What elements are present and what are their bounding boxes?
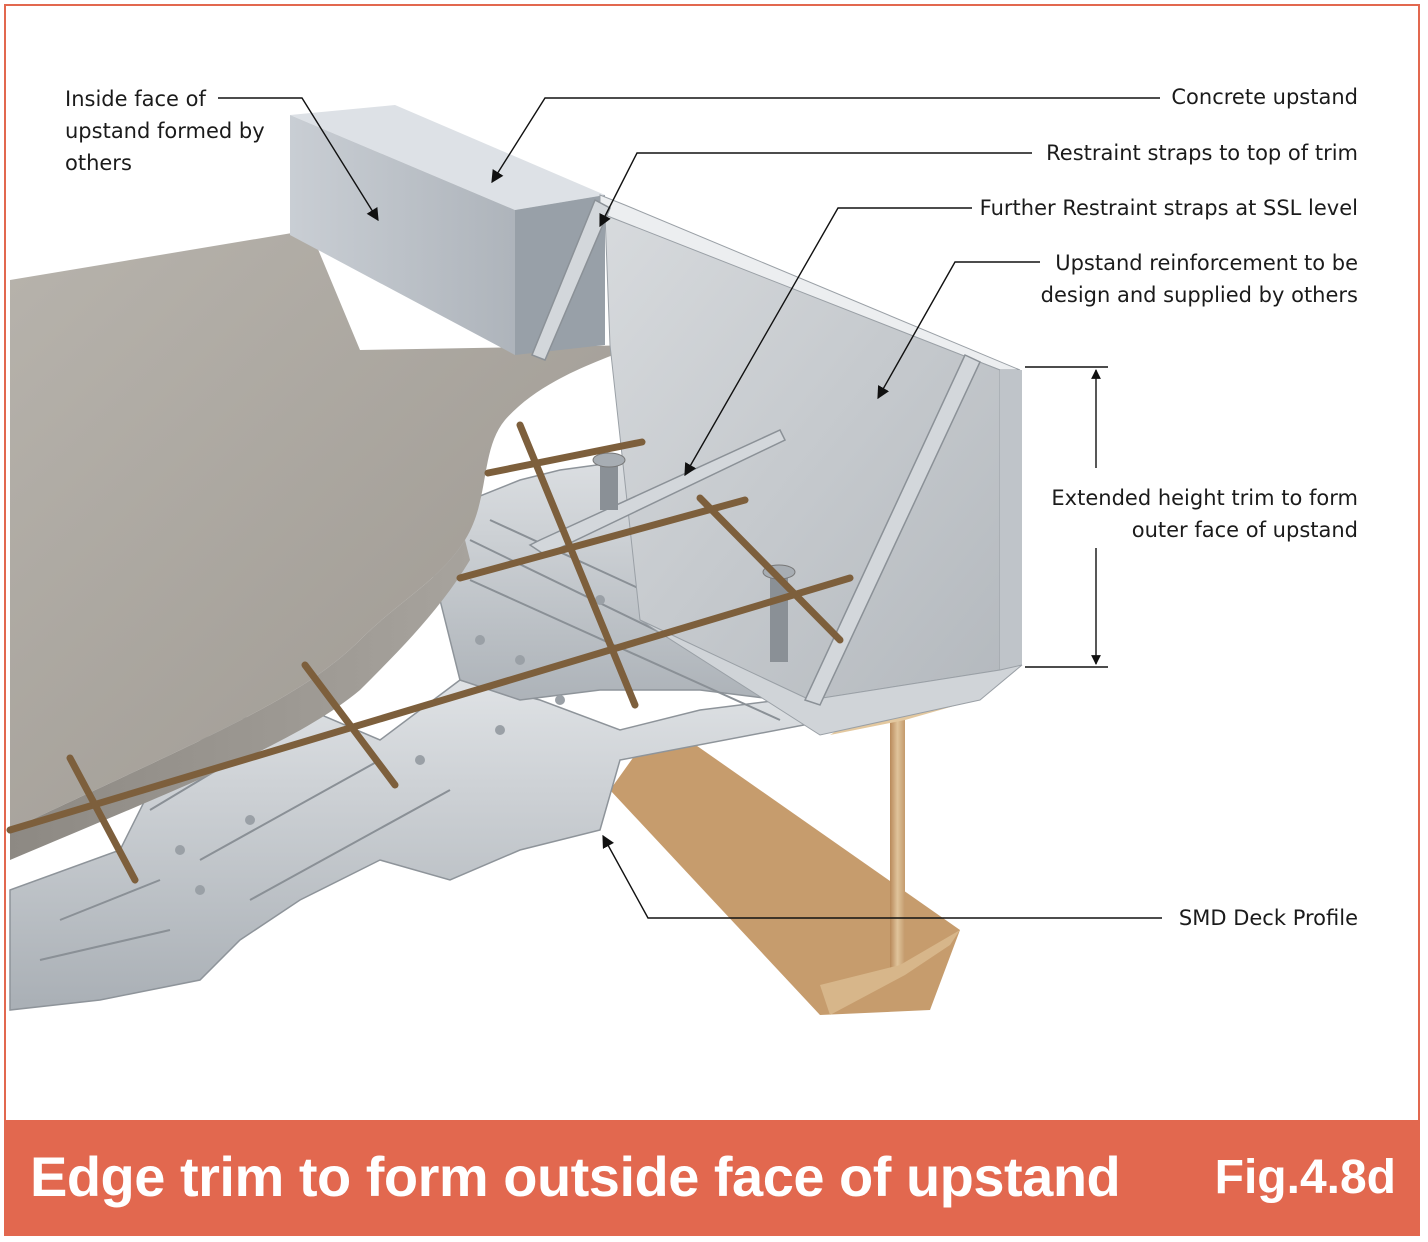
label-inside-face: Inside face of upstand formed by others — [65, 87, 265, 175]
leader-reinforcement — [877, 261, 1040, 400]
dimension-line — [1025, 366, 1108, 668]
label-concrete-upstand: Concrete upstand — [1171, 85, 1358, 109]
leader-restraint-top — [599, 152, 1032, 228]
footer-bar: Edge trim to form outside face of upstan… — [6, 1120, 1418, 1234]
concrete-slab — [10, 230, 640, 860]
figure-title: Edge trim to form outside face of upstan… — [30, 1145, 1121, 1208]
leader-inside-face — [218, 97, 379, 222]
leader-lines — [218, 97, 1162, 919]
label-further-restraint: Further Restraint straps at SSL level — [979, 196, 1358, 220]
label-restraint-top: Restraint straps to top of trim — [1046, 141, 1358, 165]
restraint-straps — [528, 198, 981, 706]
rebar — [6, 421, 854, 884]
label-extended-trim: Extended height trim to form outer face … — [1051, 486, 1358, 542]
leader-concrete-upstand — [491, 97, 1160, 184]
edge-trim — [599, 194, 1023, 736]
figure-number: Fig.4.8d — [1214, 1151, 1396, 1204]
leader-deck-profile — [602, 834, 1162, 919]
leader-further-restraint — [684, 207, 972, 477]
label-deck-profile: SMD Deck Profile — [1178, 906, 1358, 930]
label-reinforcement: Upstand reinforcement to be design and s… — [1040, 251, 1358, 307]
